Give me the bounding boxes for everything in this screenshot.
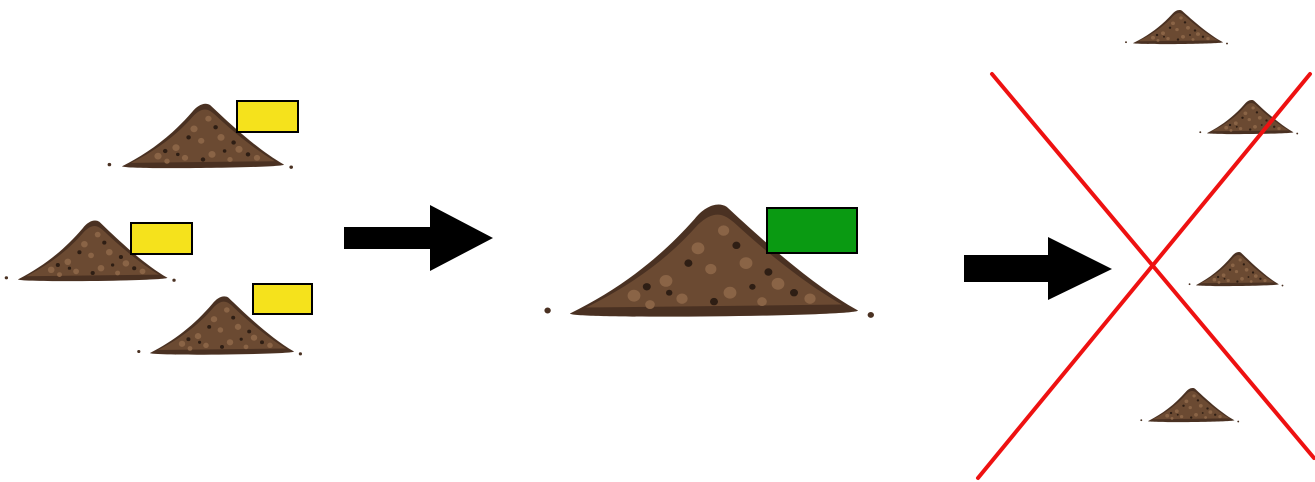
right-arrow-icon: [344, 205, 493, 271]
right-arrow-icon: [964, 237, 1112, 300]
source-piles-group: [5, 101, 312, 355]
soil-pile-icon: [1125, 10, 1228, 44]
label-tag-icon: [131, 223, 192, 254]
soil-pile-icon: [1140, 388, 1239, 422]
label-tag-icon: [767, 208, 857, 253]
label-tag-icon: [237, 101, 298, 132]
scattered-piles-group: [1125, 10, 1298, 422]
soil-pile-icon: [1189, 252, 1284, 286]
label-tag-icon: [253, 284, 312, 314]
merged-pile-group: [544, 205, 874, 318]
